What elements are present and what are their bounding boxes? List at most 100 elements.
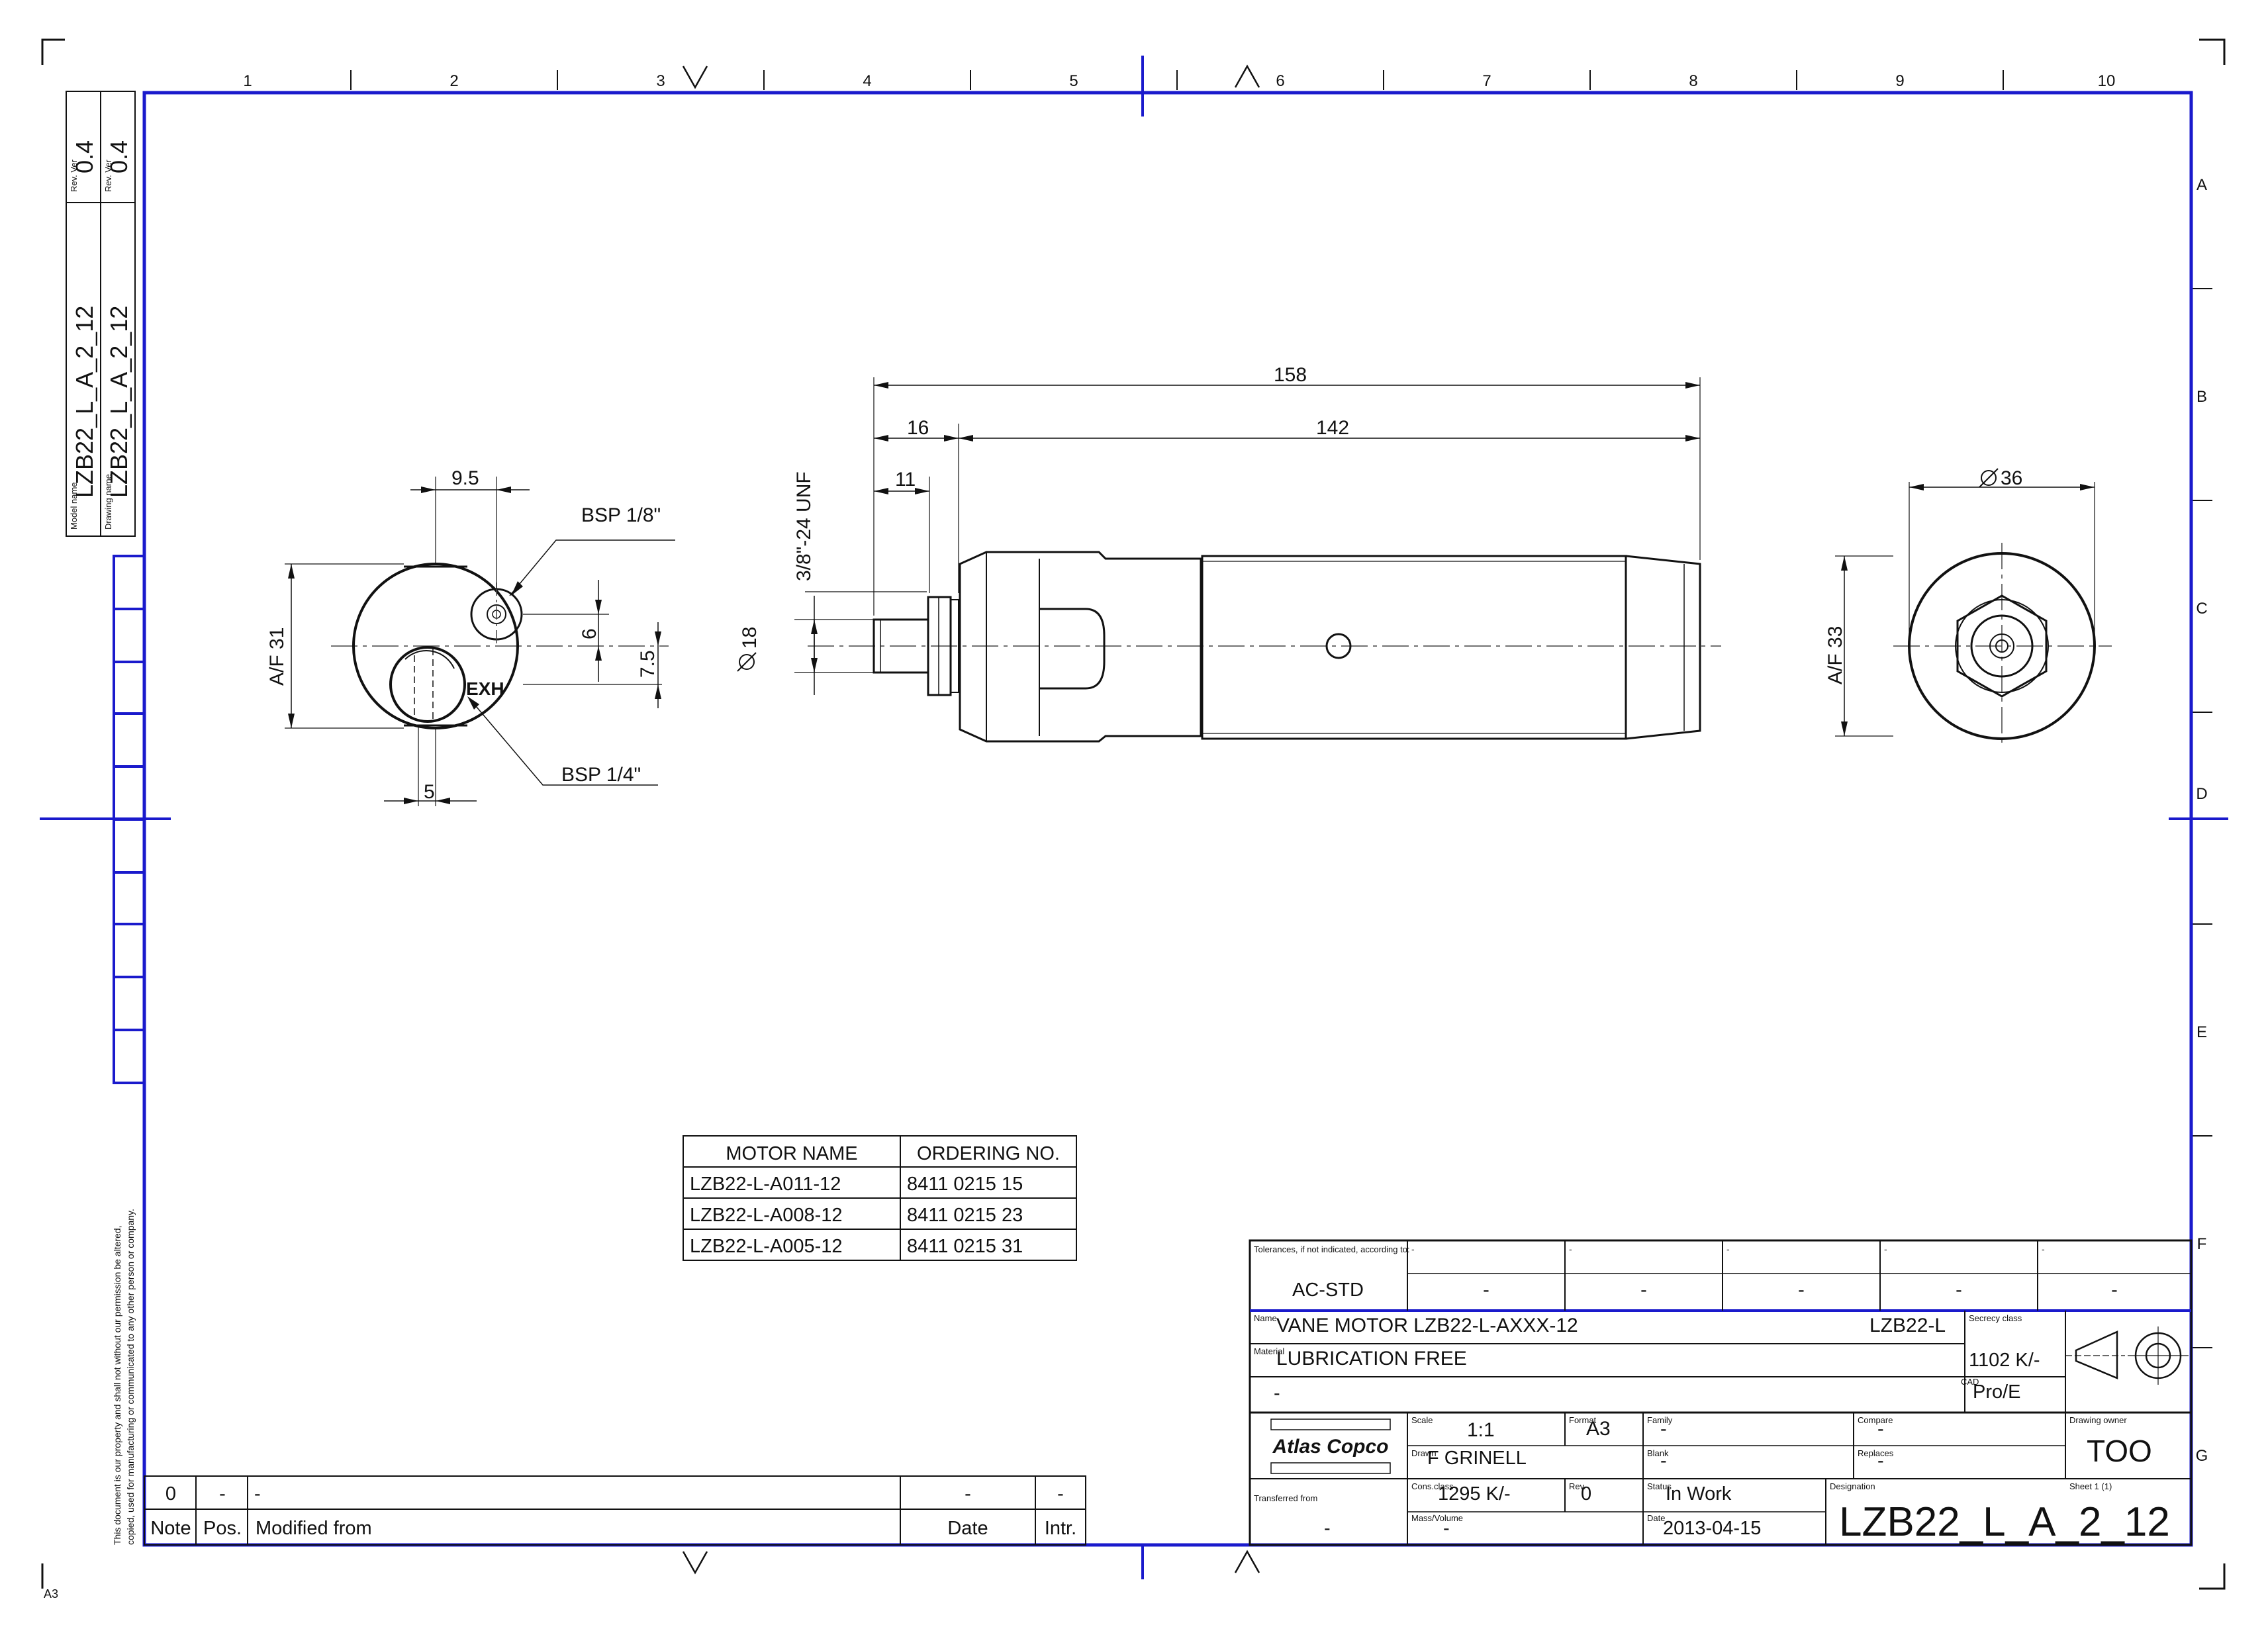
table-cell: LZB22-L-A011-12 bbox=[690, 1174, 841, 1195]
revision-header: Intr. bbox=[1045, 1518, 1076, 1539]
tolerance-value: - bbox=[1483, 1279, 1489, 1301]
side-view bbox=[794, 377, 1721, 743]
title-block-text: Tolerances, if not indicated, according … bbox=[1254, 1244, 2170, 1545]
table-cell: LZB22-L-A008-12 bbox=[690, 1205, 843, 1226]
dimension-9-5: 9.5 bbox=[451, 467, 479, 489]
revision-block: 0 - - - - Note Pos. Modified from Date I… bbox=[144, 1475, 1086, 1546]
column-label: 1 bbox=[243, 72, 252, 90]
format-label: Format bbox=[1569, 1415, 1597, 1425]
corner-marks bbox=[41, 38, 2226, 1590]
mass-label: Mass/Volume bbox=[1411, 1513, 1463, 1523]
table-cell: LZB22-L-A005-12 bbox=[690, 1236, 843, 1257]
right-view bbox=[1835, 482, 2112, 748]
tolerance-value: - bbox=[1798, 1279, 1805, 1301]
rev-value: 0.4 bbox=[105, 140, 132, 173]
column-label: 10 bbox=[2098, 72, 2116, 90]
thread-label: 3/8"-24 UNF bbox=[793, 471, 815, 581]
row-label: C bbox=[2196, 600, 2207, 618]
format-value: A3 bbox=[1586, 1418, 1611, 1440]
copyright-note: This document is our property and shall … bbox=[112, 1209, 136, 1545]
replaces-value: - bbox=[1877, 1450, 1884, 1471]
cons-class-label: Cons.class bbox=[1411, 1481, 1454, 1491]
row-label: G bbox=[2196, 1447, 2208, 1465]
name-code: LZB22-L bbox=[1869, 1315, 1946, 1336]
column-label: 3 bbox=[656, 72, 665, 90]
revision-value: - bbox=[254, 1483, 261, 1505]
cad-value: Pro/E bbox=[1973, 1381, 2021, 1403]
rev-value: 0.4 bbox=[71, 140, 98, 173]
tolerance-small: - bbox=[1884, 1244, 1887, 1254]
designation-value: LZB22_L_A_2_12 bbox=[1839, 1499, 2170, 1545]
side-view-labels: 158 16 142 11 3/8"-24 UNF 18 bbox=[739, 364, 1349, 649]
copyright-line: This document is our property and shall … bbox=[112, 1226, 122, 1545]
revision-value: - bbox=[219, 1483, 226, 1505]
table-cell: 8411 0215 31 bbox=[907, 1236, 1023, 1257]
projection-symbol-icon bbox=[2065, 1326, 2189, 1385]
dimension-6: 6 bbox=[579, 628, 600, 639]
bsp-1-4-label: BSP 1/4" bbox=[561, 764, 641, 786]
revision-header: Note bbox=[150, 1518, 191, 1539]
date-label: Date bbox=[1647, 1513, 1665, 1523]
model-name: LZB22_L_A_2_12 bbox=[71, 306, 98, 498]
tolerances-value: AC-STD bbox=[1292, 1279, 1364, 1301]
dimension-7-5: 7.5 bbox=[637, 650, 659, 678]
diameter-18: 18 bbox=[739, 627, 761, 649]
corner-format-mark: A3 bbox=[44, 1587, 58, 1601]
tolerances-label: Tolerances, if not indicated, according … bbox=[1254, 1244, 1410, 1254]
tolerance-small: - bbox=[1411, 1244, 1415, 1254]
material-label: Material bbox=[1254, 1346, 1284, 1356]
compare-value: - bbox=[1877, 1418, 1884, 1440]
designation-label: Designation bbox=[1830, 1481, 1875, 1491]
af-33-label: A/F 33 bbox=[1824, 626, 1846, 684]
blank-label: Blank bbox=[1647, 1448, 1669, 1458]
cad-label: CAD bbox=[1961, 1377, 1979, 1387]
af-31-label: A/F 31 bbox=[266, 628, 288, 686]
table-cell: 8411 0215 23 bbox=[907, 1205, 1023, 1226]
table-header: ORDERING NO. bbox=[917, 1143, 1060, 1164]
diameter-symbol-icon bbox=[1979, 468, 1999, 488]
orientation-triangles bbox=[682, 64, 1260, 1575]
rev-label: Rev. Ver bbox=[69, 159, 79, 192]
material-extra: - bbox=[1274, 1383, 1280, 1404]
exh-label: EXH bbox=[466, 678, 504, 699]
dimension-5: 5 bbox=[424, 781, 435, 803]
title-block bbox=[1249, 1239, 2193, 1546]
row-label: F bbox=[2197, 1235, 2207, 1253]
revision-value: 0 bbox=[165, 1483, 176, 1505]
replaces-label: Replaces bbox=[1858, 1448, 1894, 1458]
name-value: VANE MOTOR LZB22-L-AXXX-12 bbox=[1276, 1315, 1578, 1336]
end-view-labels: 9.5 BSP 1/8" A/F 31 6 7.5 EXH BSP 1/4" 5 bbox=[266, 467, 661, 803]
scale-value: 1:1 bbox=[1467, 1419, 1495, 1441]
rev-label: Rev. bbox=[1569, 1481, 1586, 1491]
diameter-36: 36 bbox=[2001, 467, 2022, 489]
copyright-line: copied, used for manufacturing or commun… bbox=[125, 1209, 136, 1545]
drawing-owner-label: Drawing owner bbox=[2069, 1415, 2127, 1425]
tolerance-small: - bbox=[1726, 1244, 1730, 1254]
transferred-value: - bbox=[1324, 1518, 1331, 1539]
column-label: 2 bbox=[449, 72, 458, 90]
column-label: 6 bbox=[1276, 72, 1284, 90]
table-header: MOTOR NAME bbox=[726, 1143, 857, 1164]
family-label: Family bbox=[1647, 1415, 1673, 1425]
compare-label: Compare bbox=[1858, 1415, 1893, 1425]
scale-label: Scale bbox=[1411, 1415, 1433, 1425]
column-label: 4 bbox=[863, 72, 871, 90]
drawing-owner-value: TOO bbox=[2087, 1434, 2152, 1468]
tolerance-value: - bbox=[1956, 1279, 1962, 1301]
side-label-block: Model name LZB22_L_A_2_12 Drawing name L… bbox=[66, 91, 136, 537]
zone-ticks-top bbox=[350, 70, 2004, 90]
dimension-142: 142 bbox=[1316, 417, 1349, 439]
column-label: 8 bbox=[1689, 72, 1697, 90]
centering-marks bbox=[40, 56, 2228, 1579]
row-label: E bbox=[2197, 1023, 2207, 1041]
row-labels: A B C D E F G bbox=[2196, 176, 2208, 1465]
blank-value: - bbox=[1660, 1450, 1667, 1471]
secrecy-label: Secrecy class bbox=[1969, 1313, 2022, 1323]
name-label: Name bbox=[1254, 1313, 1277, 1323]
revision-header: Pos. bbox=[203, 1518, 242, 1539]
tolerance-small: - bbox=[1569, 1244, 1572, 1254]
side-view-arrows bbox=[811, 382, 1700, 673]
bsp-1-8-label: BSP 1/8" bbox=[581, 504, 661, 526]
status-label: Status bbox=[1647, 1481, 1672, 1491]
